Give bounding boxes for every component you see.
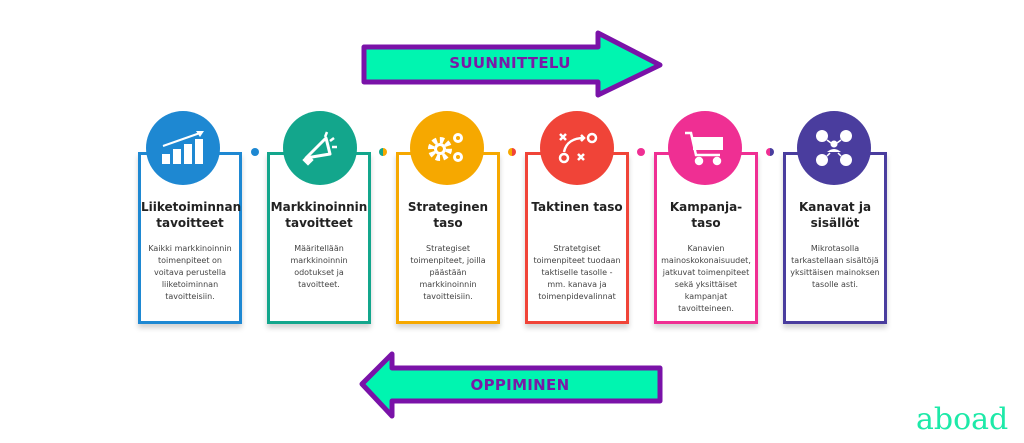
gears-icon — [410, 111, 484, 185]
step-card-tactical-level: Taktinen taso Stratetgiset toimenpiteet … — [525, 152, 629, 324]
tactics-play-icon — [540, 111, 614, 185]
connector-dot — [766, 148, 774, 156]
planning-arrow-label: SUUNNITTELU — [449, 54, 571, 72]
shopping-cart-icon — [668, 111, 742, 185]
bar-chart-growth-icon — [146, 111, 220, 185]
connector-dot — [637, 148, 645, 156]
learning-arrow — [359, 351, 663, 419]
step-title: Taktinen taso — [531, 200, 623, 214]
step-description: Määritellään markkinoinnin odotukset ja … — [290, 244, 348, 289]
learning-arrow-label: OPPIMINEN — [470, 376, 570, 394]
step-card-channels-content: Kanavat ja sisällöt Mikrotasolla tarkast… — [783, 152, 887, 324]
step-title: Kampanja-taso — [669, 200, 743, 230]
step-title: Kanavat ja sisällöt — [798, 200, 872, 230]
step-title: Markkinoinnin tavoitteet — [270, 200, 368, 230]
step-title: Liiketoiminnan tavoitteet — [141, 200, 242, 230]
megaphone-icon — [283, 111, 357, 185]
social-network-icon — [797, 111, 871, 185]
step-description: Stratetgiset toimenpiteet tuodaan taktis… — [533, 244, 621, 301]
aboad-logo: aboad — [916, 402, 1009, 437]
step-description: Mikrotasolla tarkastellaan sisältöjä yks… — [790, 244, 880, 289]
step-description: Kaikki markkinoinnin toimenpiteet on voi… — [148, 244, 232, 301]
connector-dot — [251, 148, 259, 156]
step-title: Strateginen taso — [407, 200, 489, 230]
connector-dot — [508, 148, 516, 156]
step-description: Kanavien mainoskokonaisuudet, jatkuvat t… — [661, 244, 751, 313]
step-description: Strategiset toimenpiteet, joilla päästää… — [410, 244, 486, 301]
connector-dot — [379, 148, 387, 156]
planning-arrow — [361, 30, 663, 98]
